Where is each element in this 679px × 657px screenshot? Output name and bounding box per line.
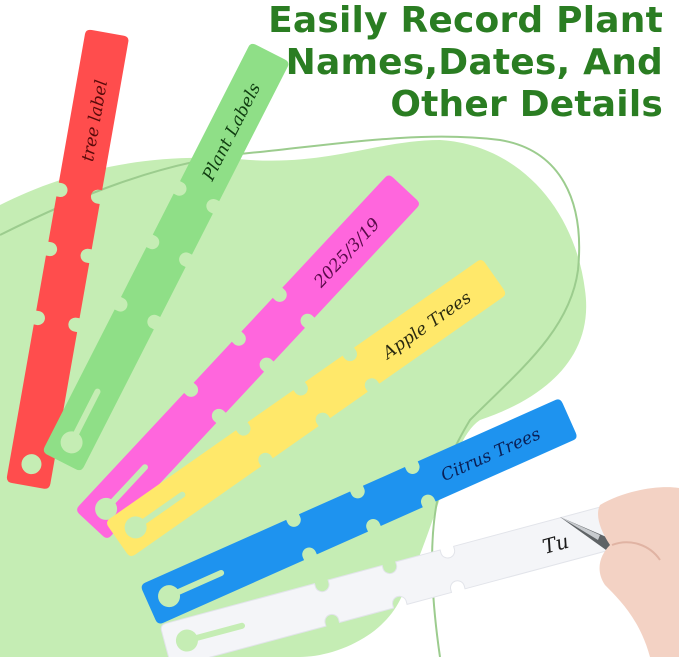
red-tag: tree label bbox=[6, 28, 130, 490]
headline-line-2: Names,Dates, And bbox=[285, 42, 663, 83]
hand-icon bbox=[598, 487, 679, 657]
headline-line-1: Easily Record Plant bbox=[268, 0, 663, 41]
headline: Easily Record Plant Names,Dates, And Oth… bbox=[268, 0, 663, 126]
hand-with-pen bbox=[560, 487, 679, 657]
headline-line-3: Other Details bbox=[390, 84, 663, 125]
white-tag: Tu bbox=[159, 505, 617, 657]
